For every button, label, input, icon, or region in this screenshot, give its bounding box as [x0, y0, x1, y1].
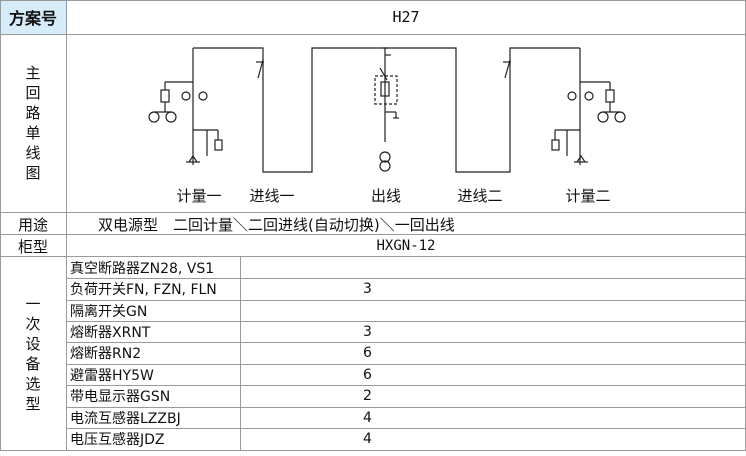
- grid-line: [0, 0, 746, 1]
- usage-value: 双电源型 二回计量＼二回进线(自动切换)＼一回出线: [98, 215, 455, 234]
- equipment-label-char: 选: [25, 374, 41, 393]
- label-metering-1: 计量一: [176, 187, 221, 205]
- usage-label: 用途: [17, 215, 48, 234]
- equipment-qty: 6: [363, 366, 372, 383]
- equipment-name: 电流互感器LZZBJ: [70, 410, 181, 427]
- busbar-line: [193, 47, 580, 173]
- equipment-name: 真空断路器ZN28, VS1: [70, 260, 215, 277]
- grid-line: [66, 385, 746, 386]
- grid-line: [0, 212, 746, 213]
- diagram-label-char: 回: [25, 84, 41, 102]
- incoming-1-switch: [257, 59, 264, 79]
- single-line-diagram: 计量一 进线一 出线 进线二 计量二: [148, 47, 626, 205]
- metering-1-ct-a: [181, 91, 191, 101]
- metering-2-arrester: [551, 139, 560, 151]
- outgoing-transformer-bottom: [379, 160, 391, 172]
- metering-2-pt-left: [597, 111, 609, 123]
- metering-2-ct-b: [584, 91, 594, 101]
- equipment-qty: 4: [363, 431, 372, 447]
- grid-line: [66, 342, 746, 343]
- incoming-2-switch: [504, 59, 511, 79]
- label-incoming-1: 进线一: [249, 187, 294, 205]
- grid-line: [0, 0, 1, 451]
- grid-line: [0, 450, 746, 451]
- equipment-name: 电压互感器JDZ: [70, 432, 165, 448]
- metering-2-pt-right: [614, 111, 626, 123]
- equipment-label-char: 次: [25, 314, 41, 333]
- cabinet-value: HXGN-12: [376, 238, 436, 254]
- outgoing-fuse-box: [374, 75, 398, 105]
- metering-2-ct-a: [567, 91, 577, 101]
- grid-line: [66, 321, 746, 322]
- label-outgoing: 出线: [371, 187, 401, 205]
- diagram-label-char: 线: [25, 144, 41, 162]
- equipment-qty: 4: [363, 409, 372, 426]
- equipment-qty: 6: [363, 345, 372, 361]
- equipment-name: 负荷开关FN, FZN, FLN: [70, 282, 217, 298]
- metering-1-pt-right: [165, 111, 177, 123]
- metering-1-pt-left: [148, 111, 160, 123]
- grid-line: [66, 428, 746, 429]
- equipment-name: 带电显示器GSN: [70, 389, 171, 405]
- label-incoming-2: 进线二: [457, 187, 502, 205]
- grid-line: [66, 407, 746, 408]
- outgoing-fuse: [380, 81, 390, 97]
- equipment-name: 熔断器RN2: [70, 346, 142, 362]
- equipment-qty: 2: [363, 388, 372, 404]
- label-metering-2: 计量二: [565, 187, 610, 205]
- diagram-section-label: 主 回 路 单 线 图: [0, 34, 66, 212]
- scheme-no-value: H27: [392, 8, 420, 26]
- metering-1-arrester: [214, 139, 223, 151]
- equipment-label-char: 一: [25, 294, 41, 313]
- equipment-label-char: 设: [25, 334, 41, 353]
- outgoing-load-switch: [379, 67, 388, 81]
- cabinet-label: 柜型: [17, 237, 48, 256]
- diagram-label-char: 图: [25, 164, 41, 182]
- equipment-table: 真空断路器ZN28, VS1 负荷开关FN, FZN, FLN 3 隔离开关GN…: [70, 257, 746, 450]
- equipment-name: 避雷器HY5W: [70, 367, 154, 384]
- grid-line: [66, 300, 746, 301]
- grid-line: [66, 0, 67, 451]
- equipment-label-char: 备: [25, 354, 41, 373]
- diagram-label-char: 主: [25, 64, 41, 82]
- equipment-label-char: 型: [25, 394, 41, 413]
- scheme-no-label: 方案号: [0, 0, 66, 34]
- metering-2-fuse: [605, 89, 615, 103]
- grid-line: [240, 257, 241, 451]
- equipment-name: 熔断器XRNT: [70, 324, 151, 341]
- grid-line: [0, 234, 746, 235]
- metering-1-ct-b: [198, 91, 208, 101]
- diagram-label-char: 单: [25, 124, 41, 142]
- equipment-qty: 3: [363, 323, 372, 340]
- grid-line: [0, 34, 746, 35]
- grid-line: [66, 364, 746, 365]
- equipment-section-label: 一 次 设 备 选 型: [0, 257, 66, 450]
- grid-line: [0, 256, 746, 257]
- equipment-name: 隔离开关GN: [70, 303, 148, 320]
- metering-1-fuse: [160, 89, 170, 103]
- diagram-label-char: 路: [25, 104, 41, 122]
- outgoing-transformer-top: [379, 151, 391, 163]
- equipment-qty: 3: [363, 281, 372, 297]
- grid-line: [66, 278, 746, 279]
